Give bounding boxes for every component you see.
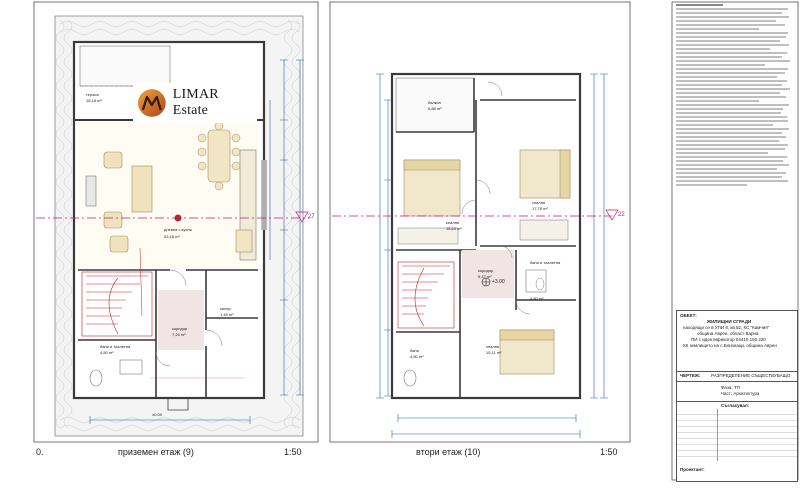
room-area: 15,11 m²: [486, 350, 502, 355]
room-name: тераса: [86, 92, 99, 97]
section-mark: 22: [618, 212, 625, 218]
designer-label: Проектант:: [680, 467, 705, 472]
room-name: баня и тоалетна: [100, 344, 131, 349]
room-area: 5,47 m²: [478, 274, 492, 279]
project-line: ПИ с идентификатор 04410.150.220: [691, 337, 766, 342]
room-name: коридор: [172, 326, 188, 331]
room-name: спалня: [486, 344, 500, 349]
room-area: 63,18 m²: [164, 234, 180, 239]
drawing-name: РАЗПРЕДЕЛЕНИЕ СЪЩЕСТВУВАЩО: [711, 373, 791, 378]
room-name: спалня: [532, 200, 546, 205]
room-name: баня и тоалетна: [530, 260, 561, 265]
title-block: ОБЕКТ: ЖИЛИЩНИ СГРАДИ находящи се в УПИ …: [676, 310, 798, 482]
approvals-heading: Съгласувал:: [721, 403, 750, 408]
room-name: коридор: [478, 268, 494, 273]
room-area: 4,80 m²: [530, 296, 544, 301]
project-line: община Аврен, област Варна: [697, 331, 759, 336]
left-plan-title: приземен етаж (9): [118, 447, 194, 457]
level-mark: +3.00: [492, 279, 505, 285]
part: Част: Архитектура: [721, 391, 760, 396]
project-line: находящи се в УПИ 8, кв.52, КС "Камчия": [683, 325, 770, 330]
right-scale: 1:50: [600, 447, 618, 457]
room-area: 4,80 m²: [100, 350, 114, 355]
room-area: 1,45 m²: [220, 312, 234, 317]
room-area: 6,88 m²: [428, 106, 442, 111]
room-area: 7,26 m²: [172, 332, 186, 337]
project-line: КК землището на с.Близнаци, община Аврен: [683, 343, 777, 348]
phase: Фаза: ТП: [721, 385, 740, 390]
left-scale: 1:50: [284, 447, 302, 457]
section-mark: 27: [308, 214, 315, 220]
corner-label: 0.: [36, 447, 44, 457]
project-line: ЖИЛИЩНИ СГРАДИ: [707, 319, 752, 324]
logo-text: LIMAR Estate: [172, 87, 219, 118]
room-name: дневна с кухня: [164, 227, 192, 232]
room-area: 17,78 m²: [532, 206, 548, 211]
upper-stair: [397, 261, 455, 329]
project-heading: ОБЕКТ:: [680, 313, 697, 318]
limar-estate-logo: LIMAR Estate: [133, 83, 257, 123]
room-area: 4,80 m²: [410, 354, 424, 359]
notes-column: [676, 2, 794, 302]
room-name: баня: [410, 348, 419, 353]
room-area: 18,18 m²: [86, 98, 102, 103]
right-plan-title: втори етаж (10): [416, 447, 481, 457]
section-line: [36, 209, 619, 223]
room-name: спалня: [446, 220, 460, 225]
drawing-label: ЧЕРТЕЖ:: [680, 373, 701, 378]
room-area: 18,63 m²: [446, 226, 462, 231]
logo-mark-icon: [137, 89, 166, 117]
ground-stair: [81, 271, 153, 337]
left-sheet-frame: [33, 1, 319, 443]
room-name: килер: [220, 306, 231, 311]
upper-floor-plan: [376, 72, 608, 438]
room-name: балкон: [428, 100, 441, 105]
right-sheet-frame: [329, 1, 631, 443]
level-mark: ±0.00: [152, 412, 162, 417]
